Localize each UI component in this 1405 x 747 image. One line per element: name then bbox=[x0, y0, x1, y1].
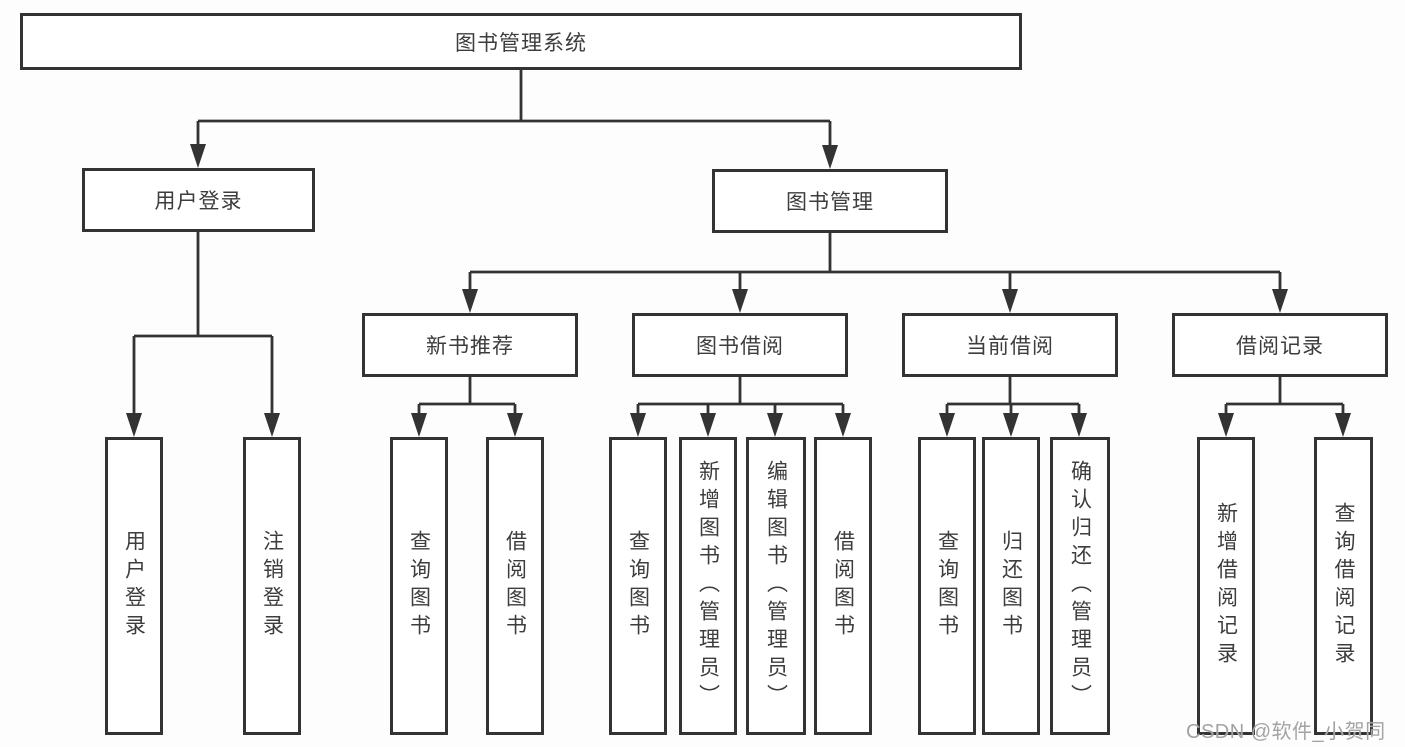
node-book-management: 图书管理 bbox=[712, 169, 948, 233]
leaf-recommend-query-books-label: 查询图书 bbox=[407, 530, 431, 642]
node-book-management-label: 图书管理 bbox=[786, 191, 874, 214]
node-current-borrowing-label: 当前借阅 bbox=[966, 335, 1054, 358]
leaf-borrowing-edit-book-admin: 编辑图书（管理员） bbox=[746, 437, 806, 735]
node-new-book-recommend-label: 新书推荐 bbox=[426, 335, 514, 358]
leaf-recommend-borrow-books: 借阅图书 bbox=[486, 437, 544, 735]
node-new-book-recommend: 新书推荐 bbox=[362, 313, 578, 377]
node-root-system-label: 图书管理系统 bbox=[455, 31, 587, 55]
leaf-logout-label: 注销登录 bbox=[260, 530, 284, 642]
leaf-borrowing-borrow-books-label: 借阅图书 bbox=[831, 530, 855, 642]
node-root-system: 图书管理系统 bbox=[20, 13, 1022, 70]
leaf-borrowing-query-books-label: 查询图书 bbox=[626, 530, 650, 642]
leaf-user-login: 用户登录 bbox=[105, 437, 163, 735]
leaf-current-query-books-label: 查询图书 bbox=[935, 530, 959, 642]
node-borrow-records: 借阅记录 bbox=[1172, 313, 1388, 377]
leaf-current-confirm-return-admin: 确认归还（管理员） bbox=[1050, 437, 1110, 735]
node-user-login-branch-label: 用户登录 bbox=[154, 190, 243, 213]
leaf-borrowing-add-book-admin: 新增图书（管理员） bbox=[679, 437, 737, 735]
leaf-current-return-books: 归还图书 bbox=[982, 437, 1040, 735]
node-user-login-branch: 用户登录 bbox=[82, 168, 315, 232]
node-book-borrowing: 图书借阅 bbox=[632, 313, 848, 377]
leaf-recommend-borrow-books-label: 借阅图书 bbox=[503, 530, 527, 642]
leaf-recommend-query-books: 查询图书 bbox=[390, 437, 448, 735]
leaf-logout: 注销登录 bbox=[243, 437, 301, 735]
leaf-borrowing-add-book-admin-label: 新增图书（管理员） bbox=[696, 460, 720, 712]
leaf-borrowing-edit-book-admin-label: 编辑图书（管理员） bbox=[764, 460, 788, 712]
leaf-current-confirm-return-admin-label: 确认归还（管理员） bbox=[1068, 460, 1092, 712]
node-book-borrowing-label: 图书借阅 bbox=[696, 335, 784, 358]
leaf-records-add-record-label: 新增借阅记录 bbox=[1214, 502, 1238, 670]
leaf-records-query-record: 查询借阅记录 bbox=[1314, 437, 1373, 735]
leaf-current-query-books: 查询图书 bbox=[918, 437, 976, 735]
leaf-records-add-record: 新增借阅记录 bbox=[1197, 437, 1255, 735]
node-borrow-records-label: 借阅记录 bbox=[1236, 335, 1324, 358]
leaf-records-query-record-label: 查询借阅记录 bbox=[1332, 502, 1355, 670]
leaf-user-login-label: 用户登录 bbox=[122, 530, 146, 642]
node-current-borrowing: 当前借阅 bbox=[902, 313, 1118, 377]
leaf-borrowing-query-books: 查询图书 bbox=[609, 437, 667, 735]
leaf-current-return-books-label: 归还图书 bbox=[999, 530, 1023, 642]
leaf-borrowing-borrow-books: 借阅图书 bbox=[814, 437, 872, 735]
csdn-watermark: CSDN @软件_小贺同学 bbox=[1186, 721, 1386, 743]
